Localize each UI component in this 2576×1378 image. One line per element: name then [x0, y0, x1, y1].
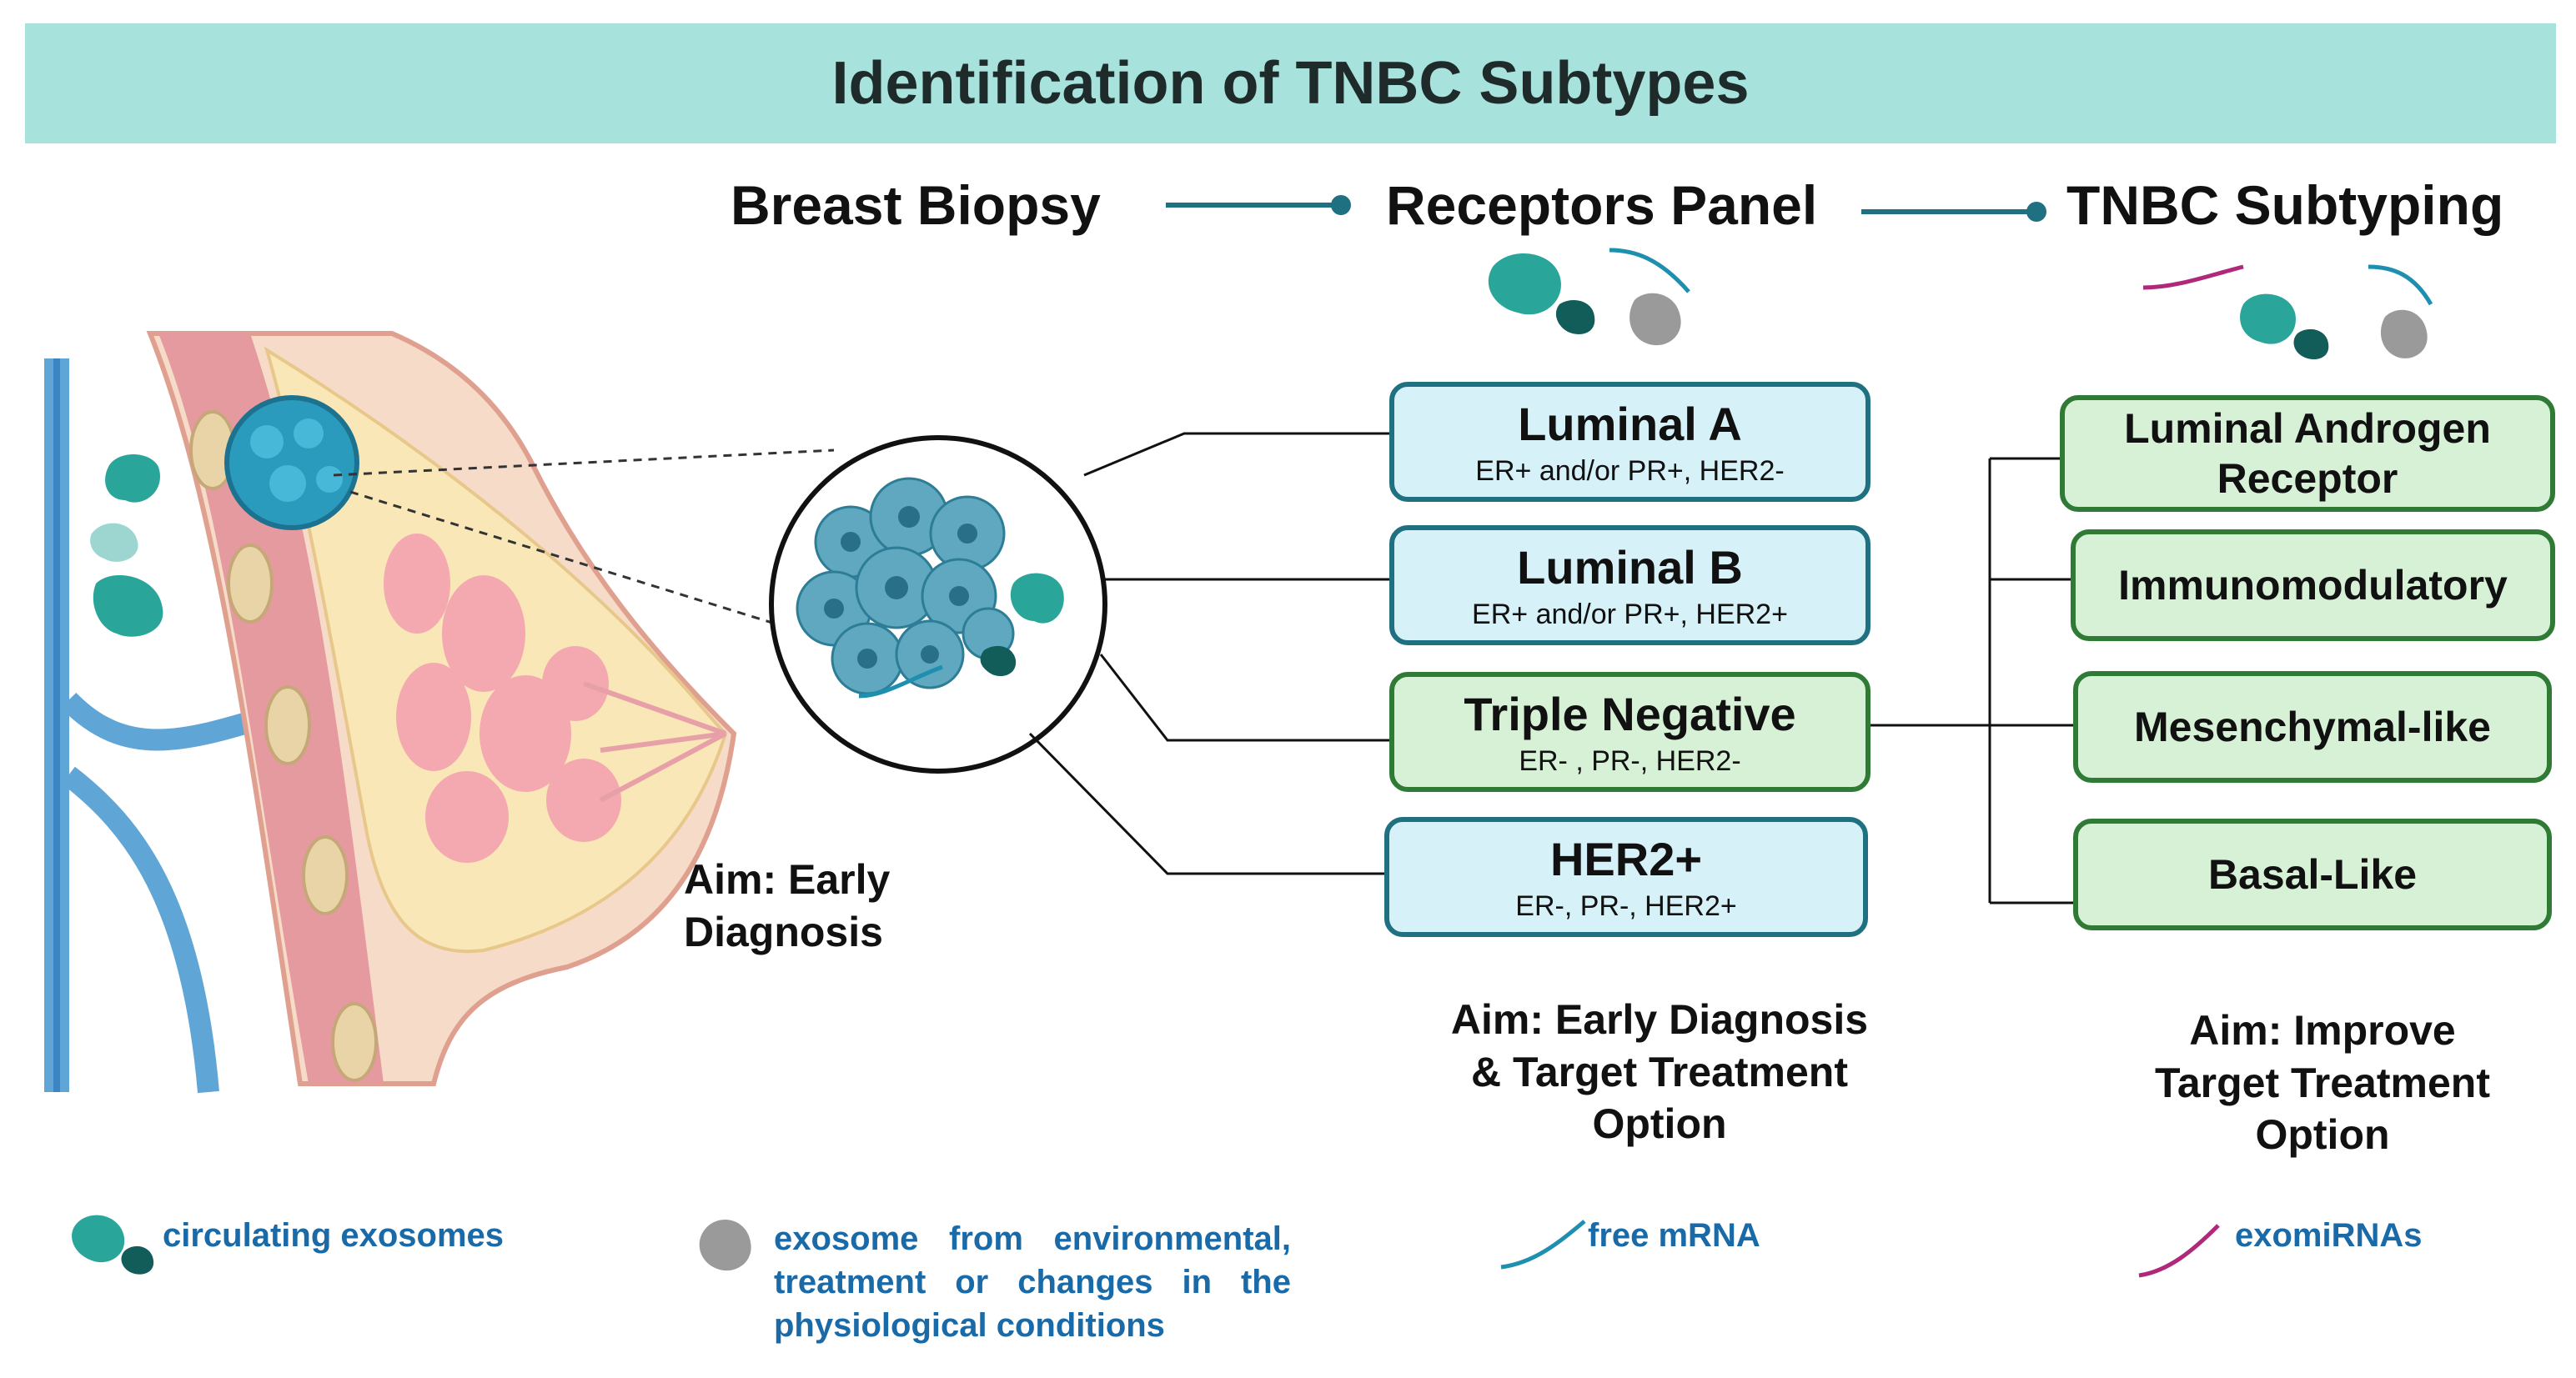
stage-tnbc-subtyping: TNBC Subtyping — [2066, 174, 2504, 236]
exosome-icon — [2240, 293, 2329, 360]
subtype-box-luminal-androgen-receptor: Luminal Androgen Receptor — [2060, 395, 2555, 512]
receptor-subtitle: ER+ and/or PR+, HER2+ — [1472, 598, 1788, 630]
gray-exosome-icon — [699, 1220, 751, 1271]
stage-arrow-1 — [1166, 195, 1351, 215]
exosome-icon — [1488, 253, 1595, 334]
legend-exomirnas: exomiRNAs — [2235, 1217, 2423, 1254]
receptor-box-her2: HER2+ ER-, PR-, HER2+ — [1384, 817, 1868, 937]
exosome-icon — [90, 454, 163, 637]
aim-biopsy: Aim: Early Diagnosis — [684, 856, 891, 955]
receptor-box-triple-negative: Triple Negative ER- , PR-, HER2- — [1389, 672, 1870, 792]
exosome-icon — [72, 1215, 154, 1275]
stage-breast-biopsy: Breast Biopsy — [731, 174, 1101, 236]
mrna-icon — [1609, 248, 1690, 293]
receptor-title: Luminal A — [1518, 398, 1742, 450]
receptor-title: Luminal B — [1517, 541, 1743, 594]
subtype-box-immunomodulatory: Immunomodulatory — [2071, 529, 2555, 641]
gray-exosome-icon — [1629, 293, 1681, 346]
receptor-subtitle: ER+ and/or PR+, HER2- — [1475, 454, 1785, 487]
legend-free-mrna: free mRNA — [1588, 1217, 1760, 1254]
legend-environmental-exosome: exosome from environmental, treatment or… — [774, 1220, 1291, 1344]
subtype-box-basal-like: Basal-Like — [2073, 819, 2552, 930]
receptor-box-luminal-a: Luminal A ER+ and/or PR+, HER2- — [1389, 382, 1870, 502]
receptor-subtitle: ER-, PR-, HER2+ — [1515, 889, 1737, 922]
receptor-subtitle: ER- , PR-, HER2- — [1519, 744, 1741, 777]
receptor-box-luminal-b: Luminal B ER+ and/or PR+, HER2+ — [1389, 525, 1870, 645]
stage-receptors-panel: Receptors Panel — [1386, 174, 1818, 236]
mirna-icon — [2142, 264, 2244, 290]
receptor-title: HER2+ — [1549, 833, 1703, 885]
subtype-box-mesenchymal-like: Mesenchymal-like — [2073, 671, 2552, 783]
title-banner — [25, 23, 2556, 143]
gray-exosome-icon — [2380, 309, 2428, 358]
mrna-icon — [1500, 1220, 1586, 1270]
breast-anatomy-illustration — [44, 331, 737, 1094]
page-title: Identification of TNBC Subtypes — [831, 50, 1750, 117]
legend-circulating-exosomes: circulating exosomes — [163, 1217, 505, 1254]
stage-arrow-2 — [1861, 202, 2046, 222]
receptor-title: Triple Negative — [1464, 688, 1796, 740]
aim-subtyping: Aim: Improve Target Treatment Option — [2155, 1007, 2490, 1158]
mrna-icon — [2368, 264, 2433, 306]
mirna-icon — [2138, 1224, 2220, 1278]
aim-receptors: Aim: Early Diagnosis & Target Treatment … — [1450, 996, 1869, 1147]
tumor-cell-cluster-icon — [769, 435, 1107, 774]
